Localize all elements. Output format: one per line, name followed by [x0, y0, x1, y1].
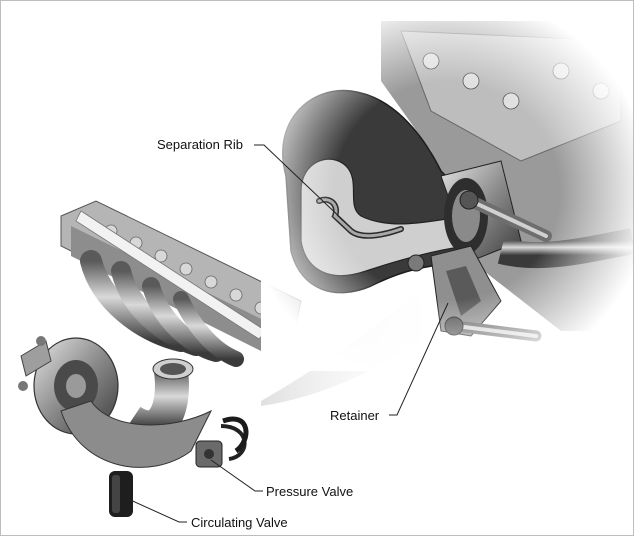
retainer-label: Retainer: [330, 408, 380, 423]
separation-rib-leader: [254, 144, 347, 224]
circulating-valve-leader: [125, 497, 187, 523]
circulating-valve-label: Circulating Valve: [191, 515, 288, 530]
retainer-leader: [389, 302, 449, 416]
separation-rib-label: Separation Rib: [157, 137, 243, 152]
callout-lines: [125, 144, 449, 523]
pressure-valve-leader: [210, 459, 263, 492]
engine-assembly: [18, 200, 302, 517]
pressure-valve-label: Pressure Valve: [266, 484, 354, 499]
manifold-cutaway: [261, 11, 633, 371]
